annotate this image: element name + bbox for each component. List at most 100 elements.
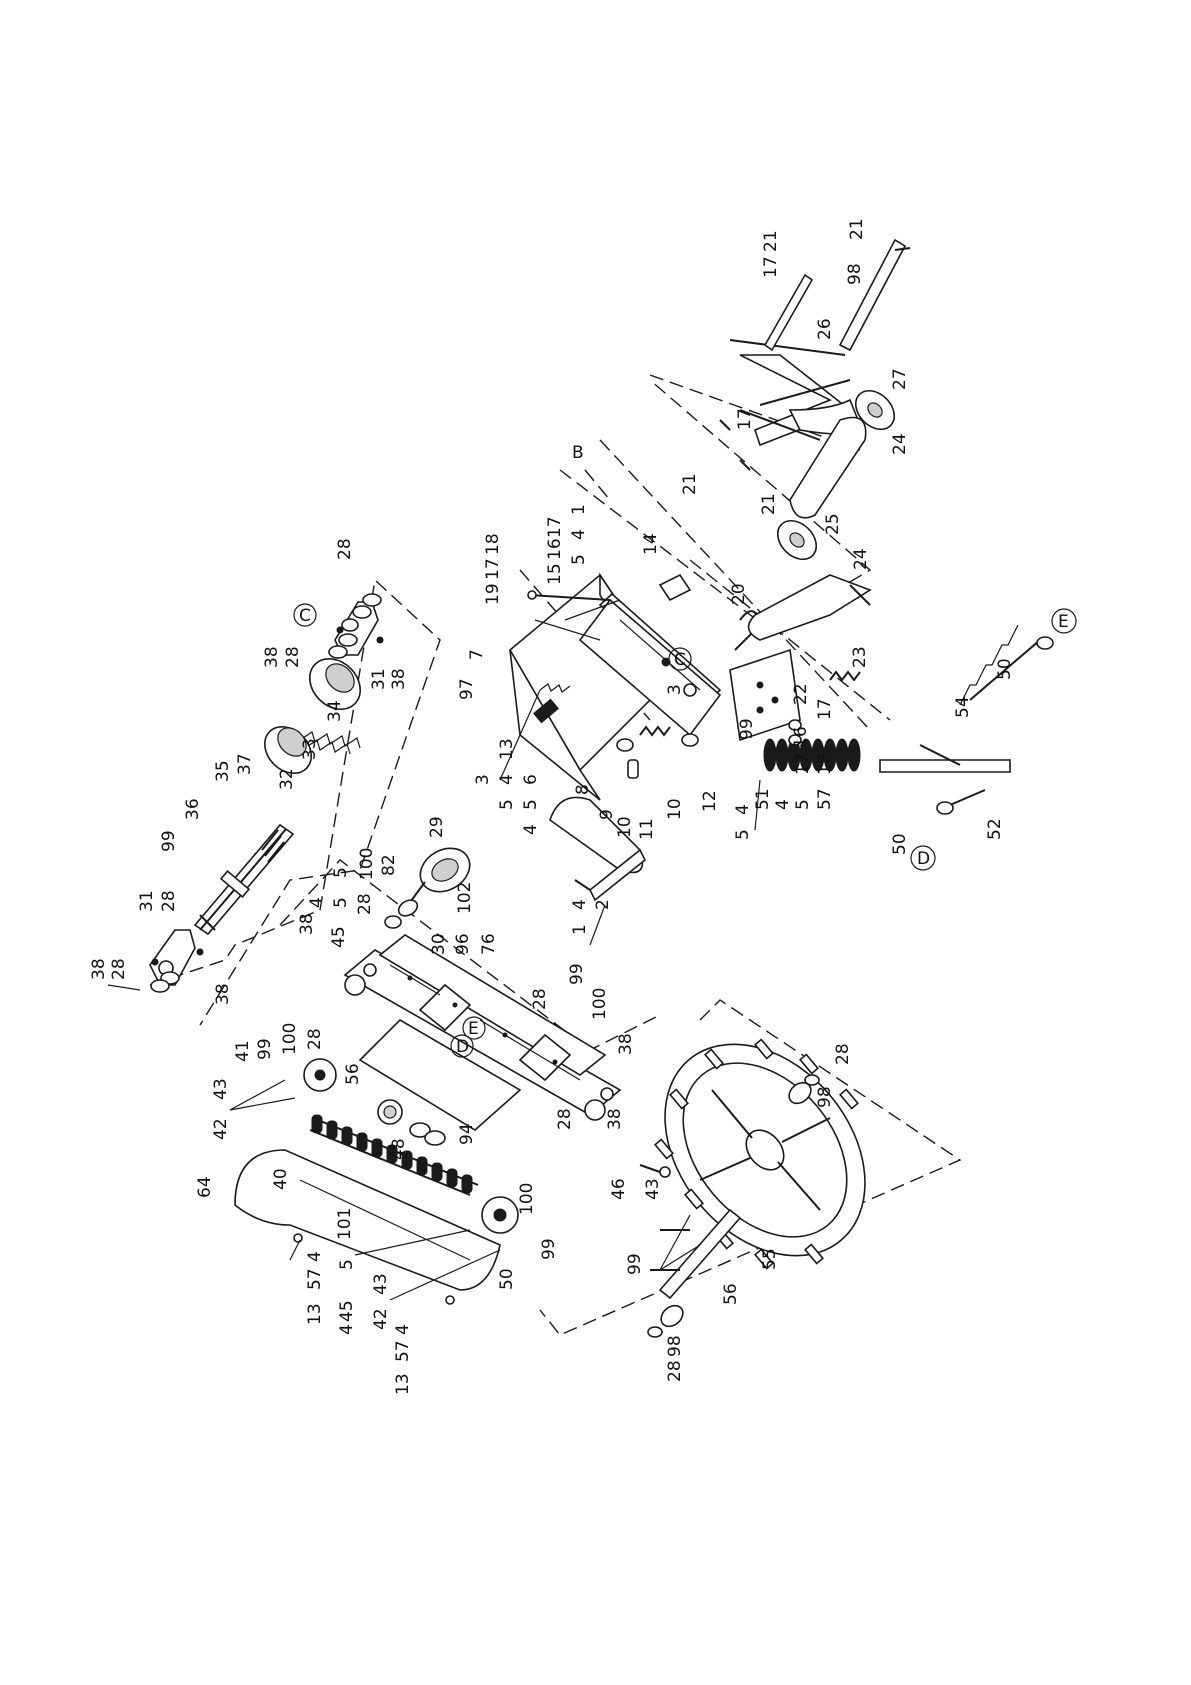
callout-52: 54 [953, 696, 973, 718]
callout-100: 100 [280, 1023, 300, 1055]
callout-12: 12 [700, 790, 720, 812]
roller-assembly [719, 238, 911, 641]
callout-10: 10 [615, 816, 635, 838]
callout-17: 17 [815, 698, 835, 720]
control-shaft [879, 624, 1054, 815]
ref-c-top: C [299, 606, 311, 626]
callout-4: 4 [570, 899, 590, 910]
callout-50: 51 [753, 788, 773, 810]
callout-5: 5 [521, 799, 541, 810]
callout-21: 21 [759, 493, 779, 515]
ref-e-frame: E [468, 1019, 479, 1039]
callout-13: 13 [497, 738, 517, 760]
callout-40: 40 [271, 1168, 291, 1190]
callouts: 38 28 31 28 99 36 35 37 32 33 34 38 28 3… [89, 218, 1015, 1395]
callout-13: 13 [393, 1373, 413, 1395]
handwheel [384, 847, 471, 929]
callout-37: 37 [235, 753, 255, 775]
chain-guard [234, 1149, 501, 1305]
callout-55: 56 [343, 1063, 363, 1085]
callout-33: 33 [300, 738, 320, 760]
callout-29: 29 [427, 816, 447, 838]
callout-22: 22 [791, 683, 811, 705]
callout-15: 15 [545, 563, 565, 585]
callout-4: 4 [305, 1251, 325, 1262]
callout-97: 99 [737, 718, 757, 740]
callout-45: 45 [337, 1300, 357, 1322]
callout-35: 35 [213, 760, 233, 782]
callout-46: 46 [609, 1178, 629, 1200]
callout-5: 5 [733, 829, 753, 840]
callout-49: 50 [890, 833, 910, 855]
callout-61: 76 [479, 933, 499, 955]
callout-4: 4 [521, 824, 541, 835]
ref-b: B [572, 443, 584, 463]
callout-94: 99 [539, 1238, 559, 1260]
callout-4: 4 [773, 799, 793, 810]
callout-5: 5 [331, 897, 351, 908]
callout-16: 16 [791, 726, 811, 748]
callout-38: 38 [389, 668, 409, 690]
ref-d-frame: D [456, 1037, 469, 1057]
callout-17: 17 [483, 558, 503, 580]
callout-45: 45 [329, 926, 349, 948]
callout-25: 25 [823, 513, 843, 535]
callout-64: 82 [379, 854, 399, 876]
callout-5: 5 [569, 554, 589, 565]
callout-53: 55 [760, 1248, 780, 1270]
callout-4: 4 [497, 774, 517, 785]
callout-54: 56 [721, 1283, 741, 1305]
callout-31: 31 [369, 668, 389, 690]
chute [549, 796, 647, 902]
callout-1: 1 [569, 504, 589, 515]
callout-47: 48 [389, 1138, 409, 1160]
callout-41: 41 [233, 1040, 253, 1062]
callout-28: 28 [833, 1043, 853, 1065]
callout-17: 17 [793, 753, 813, 775]
callout-5: 5 [337, 1259, 357, 1270]
callout-28: 28 [555, 1108, 575, 1130]
callout-5: 5 [331, 867, 351, 878]
callout-28: 28 [530, 988, 550, 1010]
callout-8: 8 [573, 784, 593, 795]
shaft-assembly [149, 593, 384, 993]
callout-11: 11 [637, 818, 657, 840]
callout-17: 17 [761, 256, 781, 278]
callout-94: 99 [255, 1038, 275, 1060]
callout-42: 42 [211, 1118, 231, 1140]
callout-10: 10 [665, 798, 685, 820]
callout-28: 28 [109, 958, 129, 980]
callout-38: 38 [605, 1108, 625, 1130]
callout-3: 3 [473, 774, 493, 785]
callout-99: 98 [815, 1086, 835, 1108]
callout-18: 18 [815, 753, 835, 775]
callout-38: 38 [297, 913, 317, 935]
callout-13: 13 [305, 1303, 325, 1325]
callout-4: 4 [569, 529, 589, 540]
callout-18: 18 [483, 533, 503, 555]
callout-21: 21 [847, 218, 867, 240]
hopper-housing [508, 572, 861, 801]
callout-9: 9 [597, 809, 617, 820]
callout-36: 36 [183, 798, 203, 820]
callout-6: 6 [521, 774, 541, 785]
callout-16: 16 [545, 538, 565, 560]
callout-38: 38 [213, 983, 233, 1005]
callout-38: 38 [262, 646, 282, 668]
callout-34: 34 [325, 700, 345, 722]
callout-2: 2 [593, 899, 613, 910]
ref-c-housing: C [674, 650, 686, 670]
callout-49: 50 [995, 658, 1015, 680]
callout-102: 102 [455, 882, 475, 914]
callout-26: 26 [815, 318, 835, 340]
callout-98: 97 [457, 678, 477, 700]
callout-76: 94 [457, 1123, 477, 1145]
callout-4: 4 [733, 804, 753, 815]
callout-21: 21 [761, 230, 781, 252]
ref-d-shaft: D [917, 849, 930, 869]
callout-27: 27 [890, 368, 910, 390]
callout-43: 43 [211, 1078, 231, 1100]
callout-99: 98 [665, 1335, 685, 1357]
callout-43: 43 [371, 1273, 391, 1295]
